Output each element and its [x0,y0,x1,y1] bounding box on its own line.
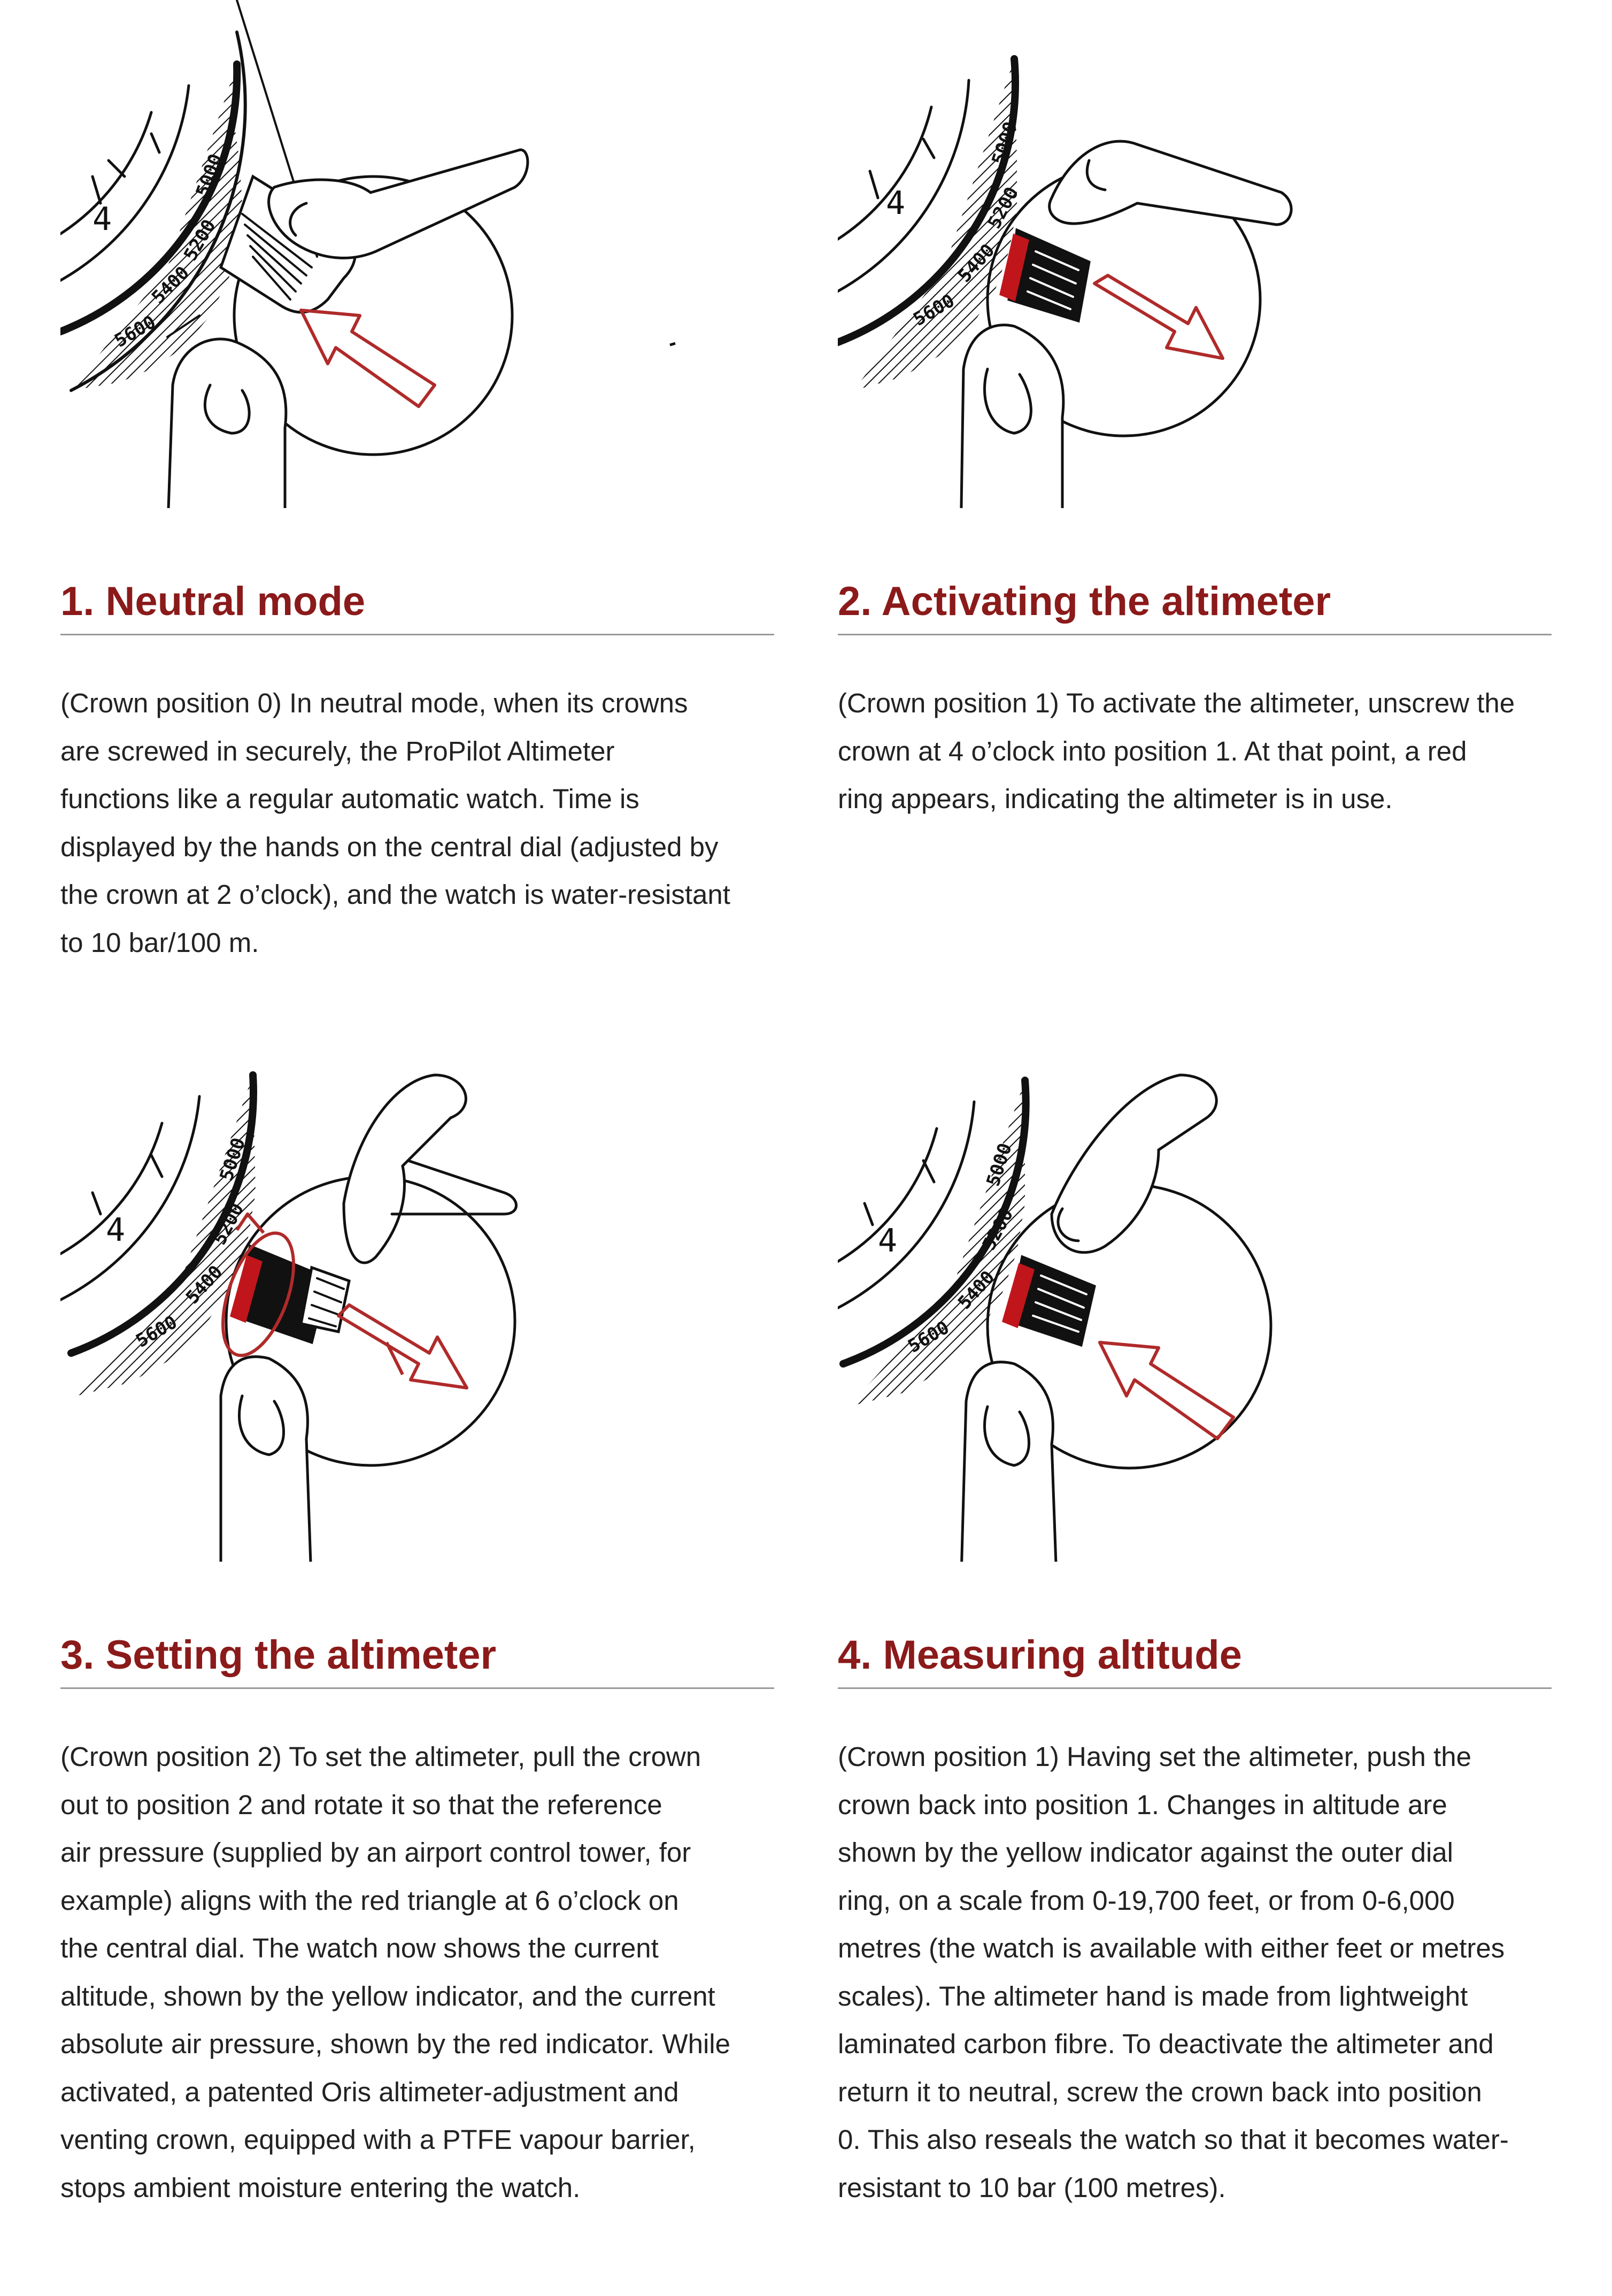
text-line: return it to neutral, screw the crown ba… [838,2076,1482,2107]
text-line: displayed by the hands on the central di… [60,831,719,862]
dial-number-four: 4 [92,201,112,238]
crown-unscrew-icon: 4 5000 5200 5400 5600 [838,0,1552,508]
text-line: absolute air pressure, shown by the red … [60,2029,730,2059]
text-line: (Crown position 0) In neutral mode, when… [60,688,688,718]
text-line: (Crown position 1) Having set the altime… [838,1741,1471,1772]
text-line: metres (the watch is available with eith… [838,1933,1505,1963]
text-line: (Crown position 1) To activate the altim… [838,688,1515,718]
step-description: (Crown position 2) To set the altimeter,… [60,1733,774,2211]
text-line: example) aligns with the red triangle at… [60,1885,679,1916]
section-divider [838,634,1552,635]
text-line: venting crown, equipped with a PTFE vapo… [60,2124,696,2155]
text-line: crown at 4 o’clock into position 1. At t… [838,735,1467,766]
text-line: shown by the yellow indicator against th… [838,1837,1454,1868]
crown-push-in-icon: 4 5000 5200 5400 5600 [60,0,774,508]
text-line: scales). The altimeter hand is made from… [838,1980,1468,2011]
text-line: 0. This also reseals the watch so that i… [838,2124,1509,2155]
step-description: (Crown position 1) Having set the altime… [838,1733,1552,2211]
text-line: altitude, shown by the yellow indicator,… [60,1980,715,2011]
text-line: functions like a regular automatic watch… [60,784,639,814]
text-line: crown back into position 1. Changes in a… [838,1789,1447,1820]
text-line: are screwed in securely, the ProPilot Al… [60,735,615,766]
step-title: 3. Setting the altimeter [60,1632,497,1678]
text-line: resistant to 10 bar (100 metres). [838,2172,1226,2203]
text-line: the crown at 2 o’clock), and the watch i… [60,879,730,910]
dial-number-four: 4 [878,1222,897,1260]
text-line: out to position 2 and rotate it so that … [60,1789,662,1820]
section-divider [60,634,774,635]
text-line: stops ambient moisture entering the watc… [60,2172,581,2203]
section-divider [838,1687,1552,1689]
step-title: 1. Neutral mode [60,579,366,624]
crown-push-back-icon: 4 5000 5200 5400 5600 [838,1054,1552,1562]
dial-number-four: 4 [886,185,905,222]
text-line: ring, on a scale from 0-19,700 feet, or … [838,1885,1455,1916]
text-line: ring appears, indicating the altimeter i… [838,784,1393,814]
text-line: activated, a patented Oris altimeter-adj… [60,2076,679,2107]
text-line: laminated carbon fibre. To deactivate th… [838,2029,1494,2059]
text-line: to 10 bar/100 m. [60,927,259,958]
dial-number-four: 4 [106,1211,125,1249]
crown-pull-rotate-icon: 4 5000 5200 5400 5600 [60,1054,774,1562]
section-divider [60,1687,774,1689]
step-description: (Crown position 1) To activate the altim… [838,679,1552,823]
step-title: 2. Activating the altimeter [838,579,1331,624]
step-description: (Crown position 0) In neutral mode, when… [60,679,774,966]
text-line: (Crown position 2) To set the altimeter,… [60,1741,701,1772]
text-line: air pressure (supplied by an airport con… [60,1837,691,1868]
step-title: 4. Measuring altitude [838,1632,1242,1678]
text-line: the central dial. The watch now shows th… [60,1933,659,1963]
